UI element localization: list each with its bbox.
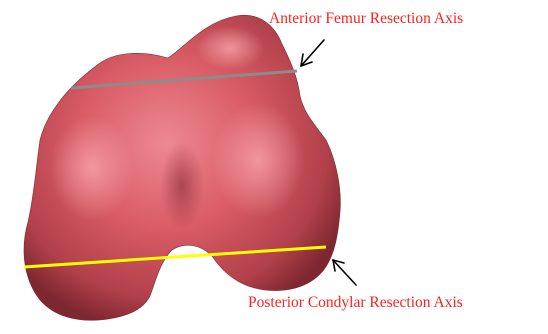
intercondylar-shade (160, 142, 204, 230)
posterior-axis-label: Posterior Condylar Resection Axis (248, 295, 463, 311)
posterior-arrow (333, 260, 356, 285)
bone-highlight-left (50, 116, 134, 220)
anterior-arrow (301, 40, 324, 66)
bone-highlight-right (212, 102, 304, 218)
anterior-axis-label: Anterior Femur Resection Axis (269, 11, 463, 27)
bone-highlight-top (196, 26, 264, 70)
